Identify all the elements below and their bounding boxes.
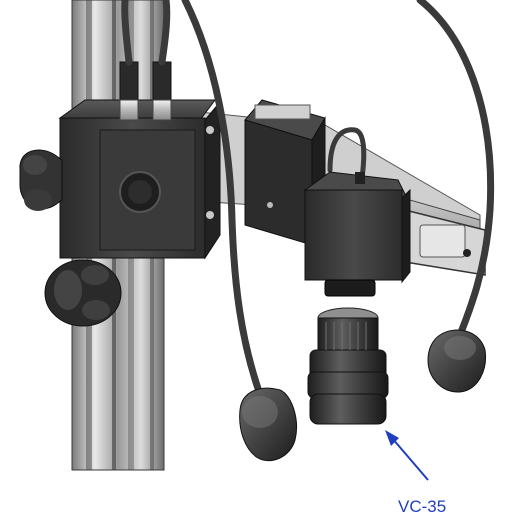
cables [121,0,495,404]
locking-knobs [19,149,122,327]
vc35-camera [303,171,411,297]
callout-arrow [385,430,429,481]
rail-clamp-block [58,99,221,260]
vc35-lens [307,307,389,425]
gooseneck-light-right [427,329,487,393]
connector-plugs [119,61,172,121]
gooseneck-light-left [239,387,297,462]
vc35-label: VC-35 [398,497,447,516]
